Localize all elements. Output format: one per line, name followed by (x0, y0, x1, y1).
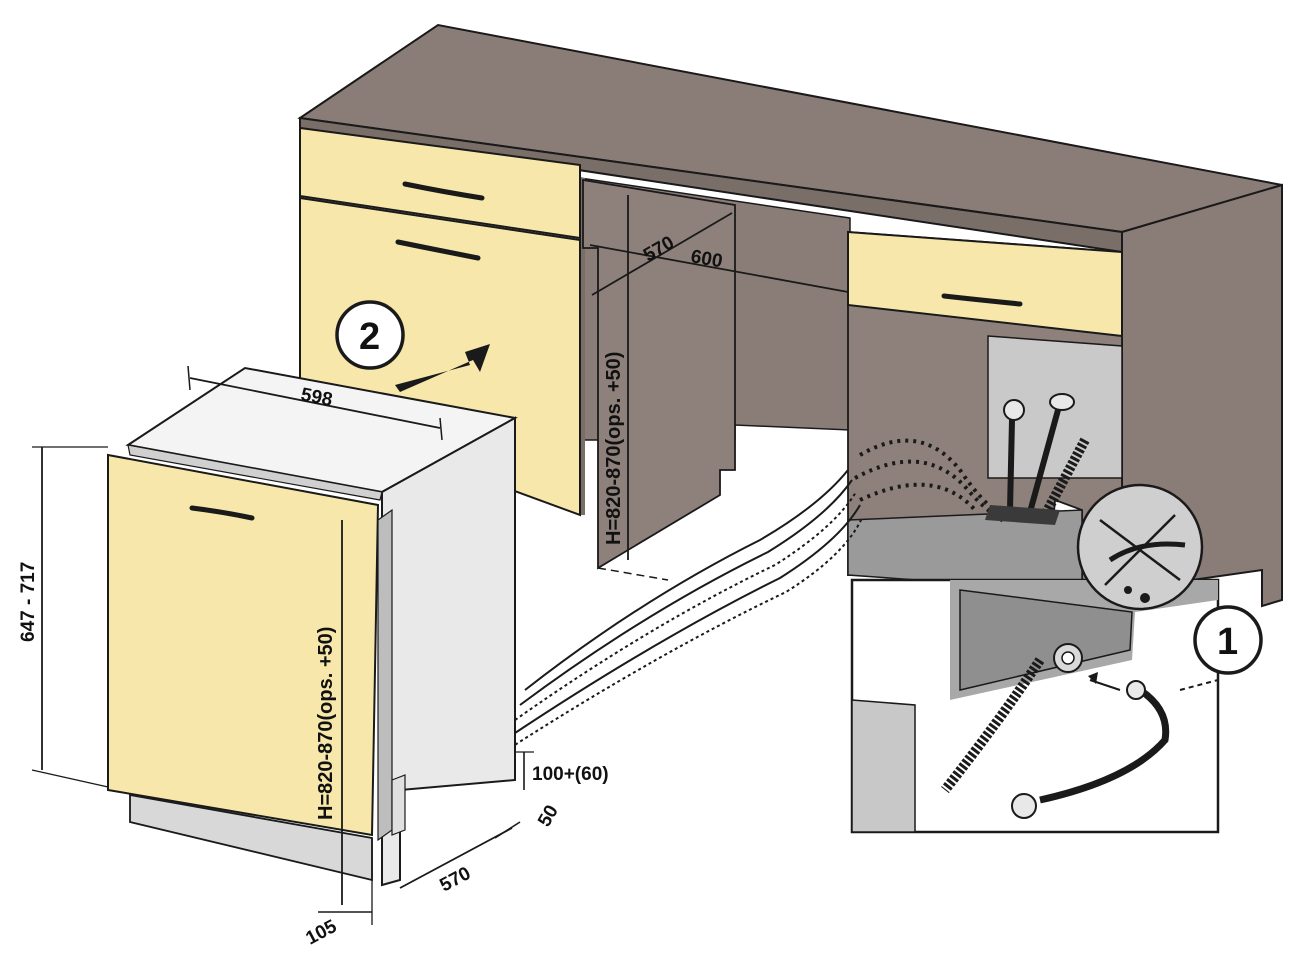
dishwasher-front-panel (107, 453, 380, 837)
hoses (509, 393, 1090, 749)
prohibited-circle (1076, 483, 1204, 611)
step-2-label: 2 (359, 316, 380, 358)
left-unit-drawer-top (299, 126, 581, 240)
dim-647-717-label: 647 - 717 (18, 562, 39, 642)
dim-50-label: 50 (534, 802, 563, 831)
dim-105-label: 105 (302, 916, 340, 950)
dim-100-60-label: 100+(60) (532, 764, 609, 785)
dim-h-front-label: H=820-870(ops. +50) (315, 627, 337, 820)
step-2-badge: 2 (335, 300, 405, 370)
connection-inset (850, 578, 1220, 834)
step-1-label: 1 (1217, 621, 1238, 663)
dishwasher (107, 366, 518, 887)
right-unit-drawer (847, 230, 1123, 338)
insert-arrow (395, 344, 490, 392)
dimension-lines (31, 195, 849, 925)
step-1-badge: 1 (1193, 605, 1263, 675)
dim-h-niche-label: H=820-870(ops. +50) (603, 352, 625, 545)
dim-570-side-label: 570 (436, 863, 474, 896)
